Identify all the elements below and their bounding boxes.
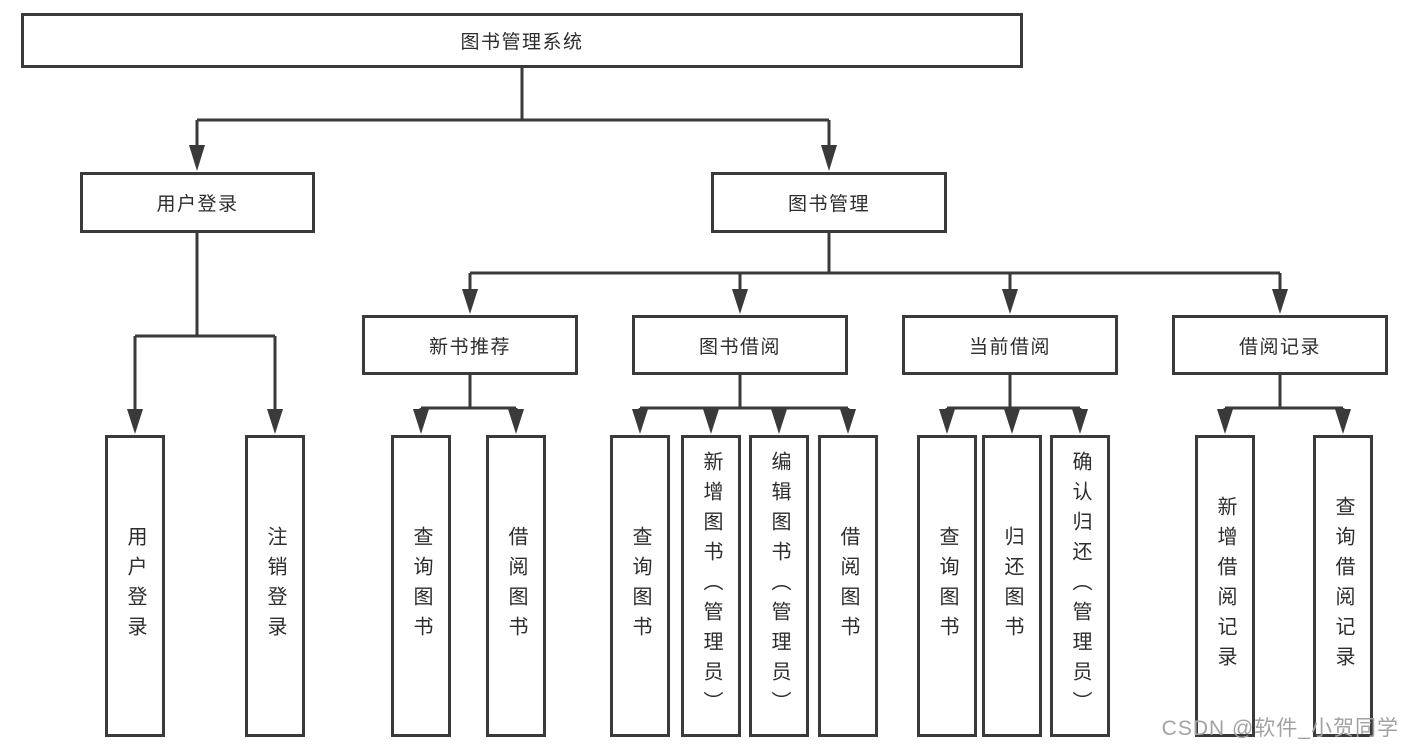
leaf-confirm-return-admin: 确认归还（管理员） (1050, 435, 1110, 737)
leaf-borrowing-borrow-books: 借阅图书 (818, 435, 878, 737)
leaf-user-login-label: 用户登录 (124, 526, 146, 646)
leaf-add-borrow-record: 新增借阅记录 (1195, 435, 1255, 737)
leaf-query-borrow-record-label: 查询借阅记录 (1332, 496, 1354, 676)
leaf-recommend-query-books: 查询图书 (391, 435, 451, 737)
node-book-borrowing-label: 图书借阅 (698, 336, 781, 358)
node-library-system: 图书管理系统 (21, 13, 1023, 68)
node-new-book-recommend-label: 新书推荐 (428, 336, 511, 358)
node-book-borrowing: 图书借阅 (632, 315, 848, 375)
leaf-return-books: 归还图书 (982, 435, 1042, 737)
leaf-current-query-books-label: 查询图书 (936, 526, 958, 646)
leaf-return-books-label: 归还图书 (1001, 526, 1023, 646)
node-book-management-label: 图书管理 (787, 194, 870, 215)
leaf-recommend-borrow-books-label: 借阅图书 (505, 526, 527, 646)
leaf-add-books-admin-label: 新增图书（管理员） (700, 451, 722, 721)
csdn-watermark: CSDN @软件_小贺同学 (1161, 717, 1399, 740)
leaf-query-borrow-record: 查询借阅记录 (1313, 435, 1373, 737)
node-new-book-recommend: 新书推荐 (362, 315, 578, 375)
node-current-borrowing: 当前借阅 (902, 315, 1118, 375)
leaf-recommend-borrow-books: 借阅图书 (486, 435, 546, 737)
node-borrowing-records: 借阅记录 (1172, 315, 1388, 375)
leaf-recommend-query-books-label: 查询图书 (410, 526, 432, 646)
leaf-borrowing-query-books-label: 查询图书 (629, 526, 651, 646)
leaf-borrowing-borrow-books-label: 借阅图书 (837, 526, 859, 646)
node-book-management: 图书管理 (711, 172, 947, 233)
leaf-edit-books-admin-label: 编辑图书（管理员） (768, 451, 790, 721)
node-user-login-label: 用户登录 (156, 194, 239, 215)
leaf-user-login: 用户登录 (105, 435, 165, 737)
leaf-logout-label: 注销登录 (264, 526, 286, 646)
arrowheads (127, 145, 1351, 434)
leaf-confirm-return-admin-label: 确认归还（管理员） (1069, 451, 1091, 721)
leaf-add-borrow-record-label: 新增借阅记录 (1214, 496, 1236, 676)
leaf-logout: 注销登录 (245, 435, 305, 737)
node-library-system-label: 图书管理系统 (460, 32, 584, 53)
node-current-borrowing-label: 当前借阅 (968, 336, 1051, 358)
leaf-edit-books-admin: 编辑图书（管理员） (749, 435, 809, 737)
leaf-borrowing-query-books: 查询图书 (610, 435, 670, 737)
leaf-add-books-admin: 新增图书（管理员） (681, 435, 741, 737)
node-borrowing-records-label: 借阅记录 (1238, 336, 1321, 358)
node-user-login: 用户登录 (80, 172, 315, 233)
leaf-current-query-books: 查询图书 (917, 435, 977, 737)
